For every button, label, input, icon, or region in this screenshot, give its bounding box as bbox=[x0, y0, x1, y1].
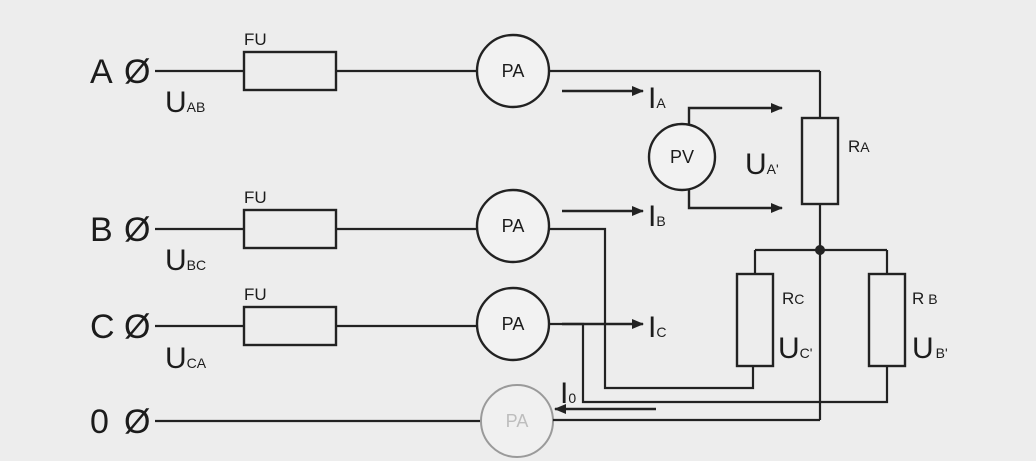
fuse-c bbox=[242, 305, 338, 347]
voltmeter-lead-bottom bbox=[687, 190, 783, 213]
resistor-rc-label: RC bbox=[782, 289, 804, 308]
resistor-rc bbox=[735, 272, 775, 368]
terminal-0-symbol: Ø bbox=[124, 403, 150, 441]
current-a-label: IA bbox=[648, 82, 666, 115]
fuse-a-label: FU bbox=[244, 30, 267, 49]
voltage-ca-label: UCA bbox=[165, 342, 207, 375]
wire-c-out bbox=[549, 322, 889, 404]
voltage-a-prime-label: UA' bbox=[745, 148, 779, 181]
terminal-c-symbol: Ø bbox=[124, 308, 150, 346]
terminal-a-symbol: Ø bbox=[124, 53, 150, 91]
fuse-b bbox=[242, 208, 338, 250]
junction-dot bbox=[815, 245, 825, 255]
ammeter-b-label: PA bbox=[502, 216, 525, 236]
terminal-b-label: B bbox=[90, 211, 113, 249]
resistor-ra-label: RA bbox=[848, 137, 870, 156]
resistor-rb bbox=[867, 272, 907, 368]
current-b-label: IB bbox=[648, 200, 666, 233]
wire-b-out bbox=[549, 227, 755, 390]
voltmeter-lead-top bbox=[687, 103, 783, 124]
ammeter-c-label: PA bbox=[502, 314, 525, 334]
voltmeter-label: PV bbox=[670, 147, 694, 167]
resistor-ra bbox=[800, 116, 840, 206]
voltage-c-prime-label: UC' bbox=[778, 332, 812, 365]
fuse-a bbox=[242, 50, 338, 92]
ammeter-a-label: PA bbox=[502, 61, 525, 81]
fuse-b-label: FU bbox=[244, 188, 267, 207]
current-0-label: I0 bbox=[560, 377, 576, 410]
terminal-a-label: A bbox=[90, 53, 113, 91]
terminal-b-symbol: Ø bbox=[124, 211, 150, 249]
fuse-c-label: FU bbox=[244, 285, 267, 304]
ammeter-b bbox=[475, 188, 551, 264]
voltmeter bbox=[647, 122, 717, 192]
terminal-c-label: C bbox=[90, 308, 115, 346]
terminal-0-label: 0 bbox=[90, 403, 109, 441]
voltage-bc-label: UBC bbox=[165, 244, 206, 277]
voltage-ab-label: UAB bbox=[165, 86, 205, 119]
ammeter-0-label: PA bbox=[506, 411, 529, 431]
current-c-label: IC bbox=[648, 311, 666, 344]
